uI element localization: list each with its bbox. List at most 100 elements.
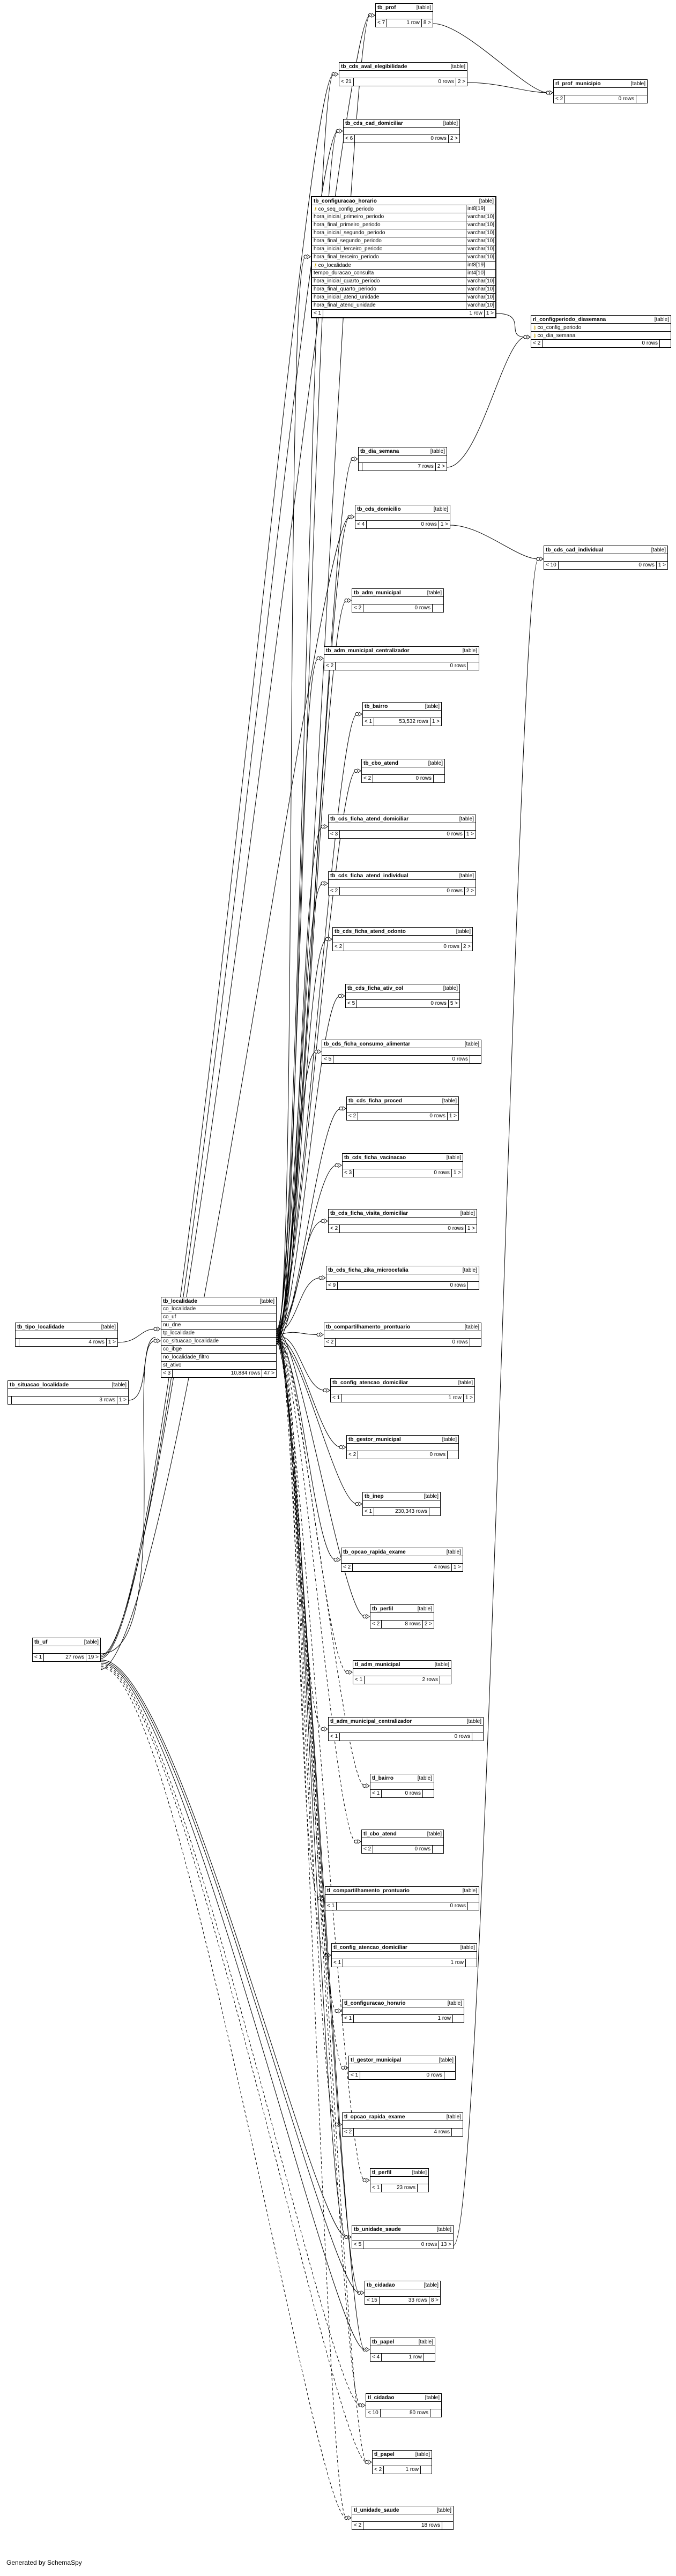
children-count[interactable]: < 2	[329, 1225, 340, 1233]
table-tl-compartilhamento-prontuario[interactable]: tl_compartilhamento_prontuario[table]< 1…	[325, 1886, 479, 1910]
parents-count[interactable]	[472, 1733, 483, 1741]
children-count[interactable]	[16, 1339, 19, 1346]
children-count[interactable]: < 2	[531, 340, 543, 347]
children-count[interactable]: < 1	[370, 1790, 382, 1797]
children-count[interactable]: < 2	[333, 943, 345, 951]
children-count[interactable]: < 15	[365, 2297, 380, 2304]
children-count[interactable]: < 2	[362, 775, 374, 782]
parents-count[interactable]	[452, 2129, 463, 2136]
parents-count[interactable]	[453, 2015, 464, 2022]
parents-count[interactable]	[448, 1451, 458, 1459]
table-tb-cds-ficha-consumo-alimentar[interactable]: tb_cds_ficha_consumo_alimentar[table]< 5…	[322, 1040, 481, 1064]
parents-count[interactable]: 19 >	[88, 1654, 99, 1660]
parents-count[interactable]	[660, 340, 671, 347]
children-count[interactable]: < 2	[554, 95, 566, 103]
parents-count[interactable]	[468, 1282, 479, 1289]
parents-count[interactable]	[434, 775, 444, 782]
children-count[interactable]: < 5	[322, 1056, 334, 1063]
parents-count[interactable]: 47 >	[264, 1370, 274, 1376]
parents-count[interactable]	[418, 2184, 428, 2192]
parents-count[interactable]	[429, 1508, 440, 1515]
parents-count[interactable]	[470, 1339, 481, 1346]
parents-count[interactable]	[444, 2072, 455, 2079]
parents-count[interactable]	[440, 1676, 451, 1684]
children-count[interactable]: < 1	[349, 2072, 361, 2079]
children-count[interactable]: < 2	[352, 604, 364, 612]
children-count[interactable]: < 10	[366, 2409, 381, 2417]
children-count[interactable]: < 1	[353, 1676, 365, 1684]
children-count[interactable]: < 1	[332, 1959, 344, 1967]
parents-count[interactable]: 1 >	[118, 1397, 127, 1403]
parents-count[interactable]: 5 >	[450, 1000, 458, 1006]
children-count[interactable]: < 3	[343, 1169, 354, 1177]
children-count[interactable]: < 2	[370, 1621, 382, 1628]
children-count[interactable]: < 2	[343, 2129, 354, 2136]
table-tb-cds-ficha-visita-domiciliar[interactable]: tb_cds_ficha_visita_domiciliar[table]< 2…	[328, 1209, 477, 1233]
parents-count[interactable]: 2 >	[437, 464, 445, 469]
children-count[interactable]: < 21	[339, 78, 354, 86]
parents-count[interactable]: 1 >	[466, 831, 474, 837]
table-tb-configuracao-horario[interactable]: tb_configuracao_horario[table]⚷co_seq_co…	[311, 196, 496, 318]
children-count[interactable]: < 1	[329, 1733, 340, 1741]
parents-count[interactable]: 1 >	[108, 1339, 116, 1345]
parents-count[interactable]	[468, 662, 479, 670]
children-count[interactable]: < 1	[370, 2184, 382, 2192]
children-count[interactable]: < 2	[324, 1339, 336, 1346]
children-count[interactable]: < 5	[352, 2241, 364, 2249]
children-count[interactable]: < 1	[343, 2015, 354, 2022]
children-count[interactable]: < 1	[33, 1654, 44, 1661]
parents-count[interactable]: 1 >	[449, 1113, 457, 1119]
children-count[interactable]: < 9	[326, 1282, 338, 1289]
table-tb-cds-ficha-zika-microcefalia[interactable]: tb_cds_ficha_zika_microcefalia[table]< 9…	[326, 1266, 479, 1290]
parents-count[interactable]: 2 >	[457, 79, 465, 85]
children-count[interactable]: < 1	[312, 310, 324, 317]
children-count[interactable]: < 6	[344, 135, 355, 143]
parents-count[interactable]: 1 >	[440, 521, 448, 527]
parents-count[interactable]: 1 >	[453, 1170, 461, 1176]
parents-count[interactable]	[433, 1846, 443, 1853]
children-count[interactable]: < 5	[346, 1000, 358, 1007]
parents-count[interactable]	[470, 1056, 481, 1063]
parents-count[interactable]	[433, 604, 443, 612]
parents-count[interactable]: 2 >	[424, 1621, 432, 1627]
children-count[interactable]: < 4	[355, 521, 367, 528]
parents-count[interactable]	[423, 1790, 434, 1797]
parents-count[interactable]: 1 >	[467, 1226, 475, 1231]
parents-count[interactable]	[421, 2466, 432, 2474]
parents-count[interactable]: 1 >	[658, 562, 666, 568]
children-count[interactable]: < 2	[347, 1112, 359, 1120]
parents-count[interactable]	[636, 95, 647, 103]
children-count[interactable]: < 4	[370, 2354, 382, 2361]
parents-count[interactable]: 1 >	[486, 310, 494, 316]
children-count[interactable]: < 2	[373, 2466, 384, 2474]
parents-count[interactable]	[466, 1959, 477, 1967]
parents-count[interactable]	[424, 2354, 435, 2361]
parents-count[interactable]: 1 >	[453, 1564, 461, 1570]
parents-count[interactable]	[430, 2409, 441, 2417]
children-count[interactable]: < 2	[362, 1846, 374, 1853]
